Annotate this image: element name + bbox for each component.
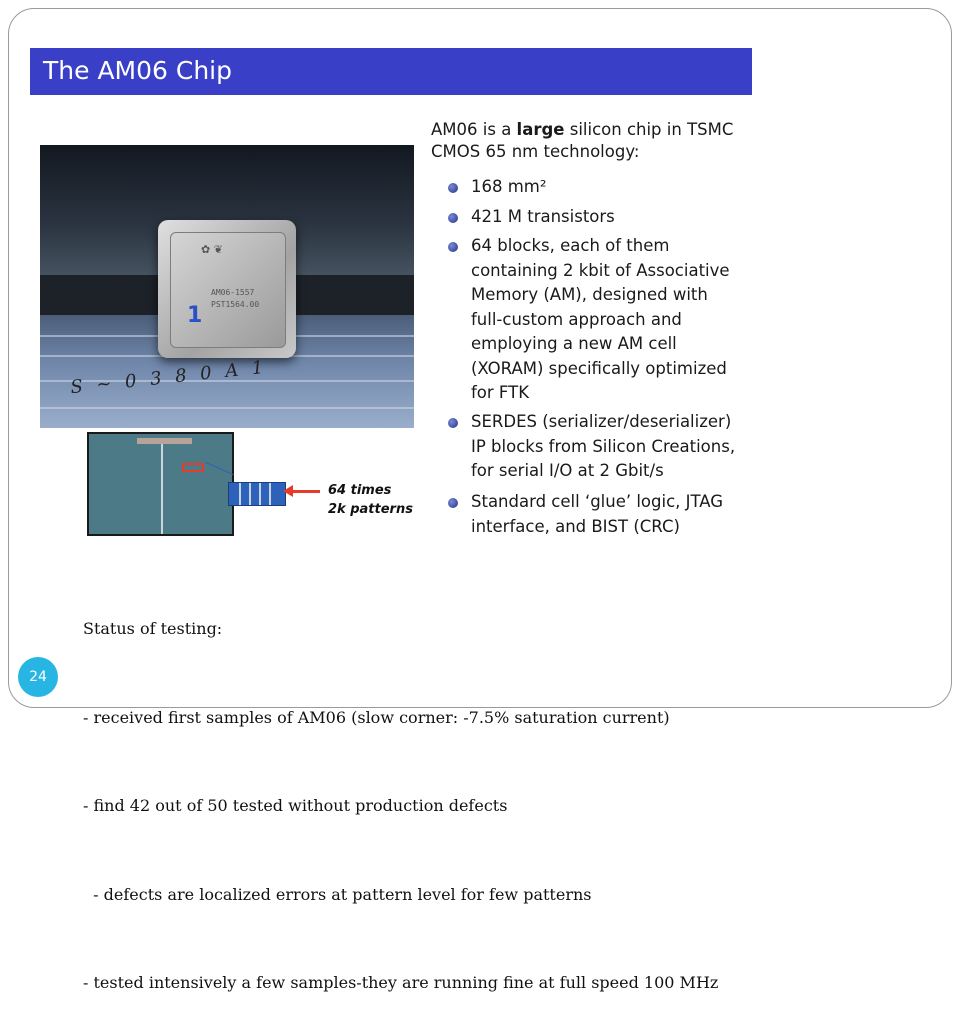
- bullet-dot-icon: [448, 498, 458, 508]
- table-grid-line: [40, 380, 414, 382]
- chip-package: ✿ ❦ AM06-1557 PST1564.00 1: [158, 220, 296, 358]
- testing-status: Status of testing: - received first samp…: [83, 555, 718, 1027]
- layout-highlight-box: [182, 463, 204, 472]
- diagram-label-1: 64 times: [328, 483, 392, 498]
- status-line: - find 42 out of 50 tested without produ…: [83, 796, 508, 815]
- chip-layout-diagram: [87, 432, 234, 536]
- status-line: Status of testing:: [83, 619, 223, 638]
- intro-bold: large: [516, 120, 565, 139]
- bullet-text: 64 blocks, each of them containing 2 kbi…: [471, 236, 730, 402]
- table-grid-line: [40, 407, 414, 409]
- bullet-text: Standard cell ‘glue’ logic, JTAG interfa…: [471, 492, 724, 536]
- intro-text-end: silicon chip in TSMC CMOS 65 nm technolo…: [431, 120, 734, 161]
- red-arrow: [288, 490, 320, 493]
- status-line: - defects are localized errors at patter…: [83, 884, 592, 904]
- diagram-label-2: 2k patterns: [328, 502, 413, 517]
- bullet-dot-icon: [448, 242, 458, 252]
- am-block-zoom: [228, 482, 286, 506]
- bullet-dot-icon: [448, 213, 458, 223]
- chip-logo: ✿ ❦: [201, 243, 223, 256]
- chip-photo: ✿ ❦ AM06-1557 PST1564.00 1 S ~ 0 3 8 0 A…: [40, 145, 414, 428]
- chip-die-lid: ✿ ❦ AM06-1557 PST1564.00 1: [170, 232, 286, 348]
- chip-number: 1: [187, 303, 203, 328]
- status-line: - tested intensively a few samples-they …: [83, 973, 719, 992]
- title-bar: The AM06 Chip: [30, 48, 752, 95]
- layout-divider: [161, 444, 163, 534]
- chip-description: AM06 is a large silicon chip in TSMC CMO…: [431, 119, 761, 163]
- layout-io-strip: [137, 438, 192, 444]
- chip-marking-1: AM06-1557: [211, 288, 255, 297]
- bullet-dot-icon: [448, 418, 458, 428]
- slide-title: The AM06 Chip: [43, 56, 232, 85]
- bullet-text: 421 M transistors: [471, 207, 615, 226]
- bullet-text: 168 mm²: [471, 177, 547, 196]
- intro-text: AM06 is a: [431, 120, 517, 139]
- bullet-text: SERDES (serializer/deserializer) IP bloc…: [471, 412, 736, 480]
- bullet-dot-icon: [448, 183, 458, 193]
- page-number-badge: 24: [18, 657, 58, 697]
- chip-marking-2: PST1564.00: [211, 300, 260, 309]
- status-line: - received first samples of AM06 (slow c…: [83, 707, 670, 727]
